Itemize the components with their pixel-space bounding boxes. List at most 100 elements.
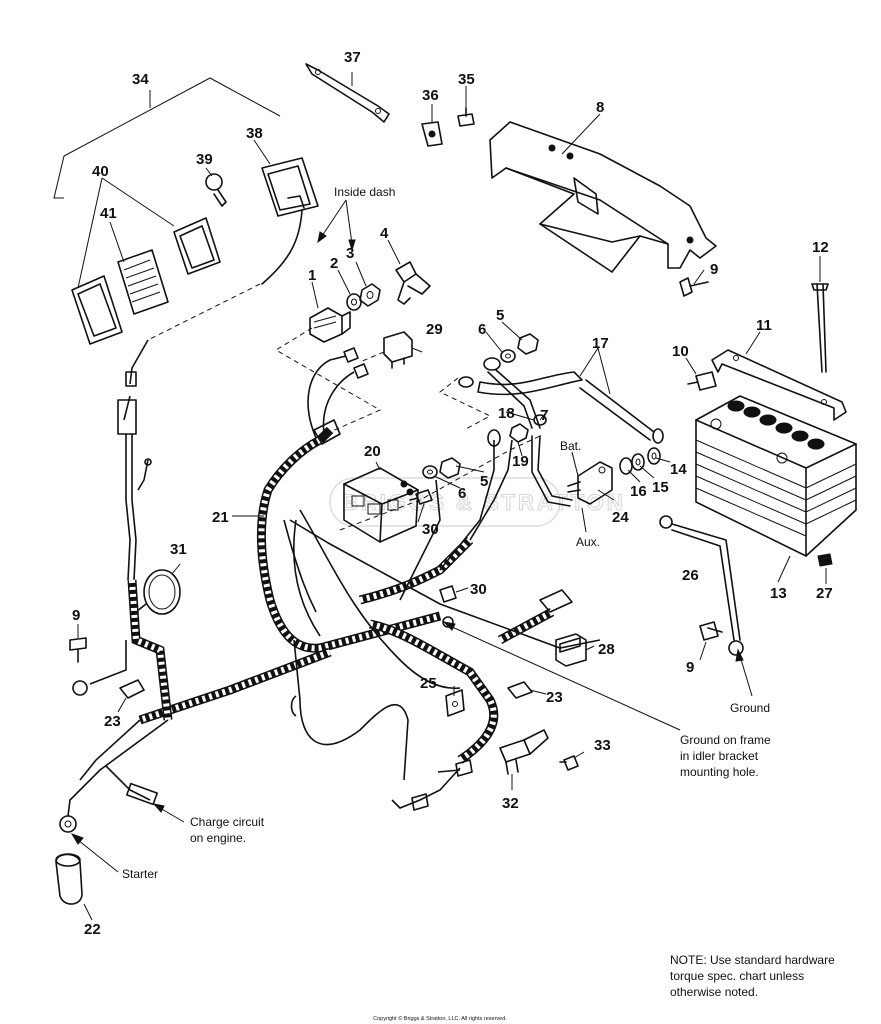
label-aux: Aux. <box>576 535 600 549</box>
nut-3 <box>359 283 381 307</box>
callout-6-upper: 6 <box>478 321 486 338</box>
callout-30-lower: 30 <box>470 581 487 598</box>
callout-26: 26 <box>682 567 699 584</box>
callout-11: 11 <box>756 317 772 334</box>
callout-9-left: 9 <box>72 607 80 624</box>
callout-39: 39 <box>196 151 213 168</box>
callout-15: 15 <box>652 479 669 496</box>
bolt-10 <box>687 371 717 391</box>
callout-30-upper: 30 <box>422 521 439 538</box>
label-ground-frame-2: in idler bracket <box>680 749 759 763</box>
washer-6-lower <box>422 465 438 479</box>
label-inside-dash: Inside dash <box>334 185 395 199</box>
callout-2: 2 <box>330 255 338 272</box>
note-block: NOTE: Use standard hardware torque spec.… <box>670 953 835 999</box>
callout-9-lower-right: 9 <box>686 659 694 676</box>
washer-14 <box>647 447 661 465</box>
callout-9-right: 9 <box>710 261 718 278</box>
washer-6-upper <box>500 349 516 363</box>
callout-21: 21 <box>212 509 229 526</box>
terminal-boot-22 <box>55 853 83 905</box>
callout-16: 16 <box>630 483 647 500</box>
terminal-cap-27 <box>817 553 833 567</box>
clip-nut-36 <box>421 121 443 147</box>
solenoid-20 <box>343 467 419 543</box>
label-ground-frame-1: Ground on frame <box>680 733 771 747</box>
callout-18: 18 <box>498 405 515 422</box>
lens-gasket-40-right <box>173 217 221 275</box>
callout-37: 37 <box>344 49 361 66</box>
callout-40: 40 <box>92 163 109 180</box>
callout-23-left: 23 <box>104 713 121 730</box>
callout-numbers: 37 36 35 8 34 38 39 40 41 1 2 3 4 12 11 … <box>72 49 833 938</box>
note-line-1: NOTE: Use standard hardware <box>670 953 835 967</box>
bolt-9-left <box>69 637 87 663</box>
note-line-3: otherwise noted. <box>670 985 758 999</box>
relay-29 <box>383 331 413 369</box>
assembly-dash-lines <box>275 327 541 531</box>
note-line-2: torque spec. chart unless <box>670 969 804 983</box>
battery-bracket-8 <box>489 121 717 273</box>
callout-38: 38 <box>246 125 263 142</box>
label-ground: Ground <box>730 701 770 715</box>
callout-29: 29 <box>426 321 443 338</box>
annotations: Inside dash Bat. Aux. Ground Ground on f… <box>122 185 771 881</box>
group-bracket-34 <box>53 77 281 199</box>
connector-28 <box>555 633 587 667</box>
callout-17: 17 <box>592 335 609 352</box>
callout-4: 4 <box>380 225 389 242</box>
callout-5-upper: 5 <box>496 307 504 324</box>
copyright: Copyright © Briggs & Stratton, LLC. All … <box>373 1015 507 1022</box>
callout-1: 1 <box>308 267 316 284</box>
label-charge-2: on engine. <box>190 831 246 845</box>
callout-13: 13 <box>770 585 787 602</box>
battery-13 <box>695 395 857 557</box>
wire-clip-23-right <box>507 681 533 699</box>
nut-19 <box>509 423 529 443</box>
hold-down-rod-12 <box>811 283 829 373</box>
callout-12: 12 <box>812 239 829 256</box>
battery-cable-17 <box>458 371 664 444</box>
lens-41 <box>117 249 169 315</box>
wire-clip-25 <box>445 689 465 717</box>
callout-28: 28 <box>598 641 615 658</box>
ground-cable-26 <box>659 515 744 656</box>
ignition-switch-1 <box>309 307 351 343</box>
callout-23-right: 23 <box>546 689 563 706</box>
terminal-block-24 <box>567 461 613 505</box>
harness-wires <box>59 347 601 833</box>
callout-41: 41 <box>100 205 117 222</box>
callout-14: 14 <box>670 461 687 478</box>
callout-6-lower: 6 <box>458 485 466 502</box>
bolt-30-lower <box>439 585 457 603</box>
cable-7 <box>483 357 573 507</box>
washer-2 <box>346 293 362 311</box>
callout-7: 7 <box>540 407 548 424</box>
wire-clip-23-left <box>119 679 145 699</box>
nut-5-upper <box>517 333 539 355</box>
callout-32: 32 <box>502 795 519 812</box>
hold-down-bar-11 <box>711 349 847 421</box>
callout-10: 10 <box>672 343 689 360</box>
callout-25: 25 <box>420 675 437 692</box>
label-charge-1: Charge circuit <box>190 815 265 829</box>
bulb-39 <box>205 173 227 207</box>
callout-36: 36 <box>422 87 439 104</box>
callout-34: 34 <box>132 71 149 88</box>
callout-24: 24 <box>612 509 629 526</box>
callout-5-lower: 5 <box>480 473 488 490</box>
wire-harness-21 <box>127 426 555 764</box>
dash-bracket-37 <box>305 63 390 123</box>
callout-31: 31 <box>170 541 187 558</box>
safety-switch-32 <box>499 729 549 775</box>
label-bat: Bat. <box>560 439 581 453</box>
key-4 <box>395 261 431 305</box>
callout-27: 27 <box>816 585 833 602</box>
callout-19: 19 <box>512 453 529 470</box>
headlight-housing-38 <box>261 157 319 285</box>
bolt-9-right <box>679 277 709 297</box>
callout-20: 20 <box>364 443 381 460</box>
bolt-9-lower-right <box>699 621 723 641</box>
watermark: BRIGGS & STRATTON <box>329 477 623 527</box>
